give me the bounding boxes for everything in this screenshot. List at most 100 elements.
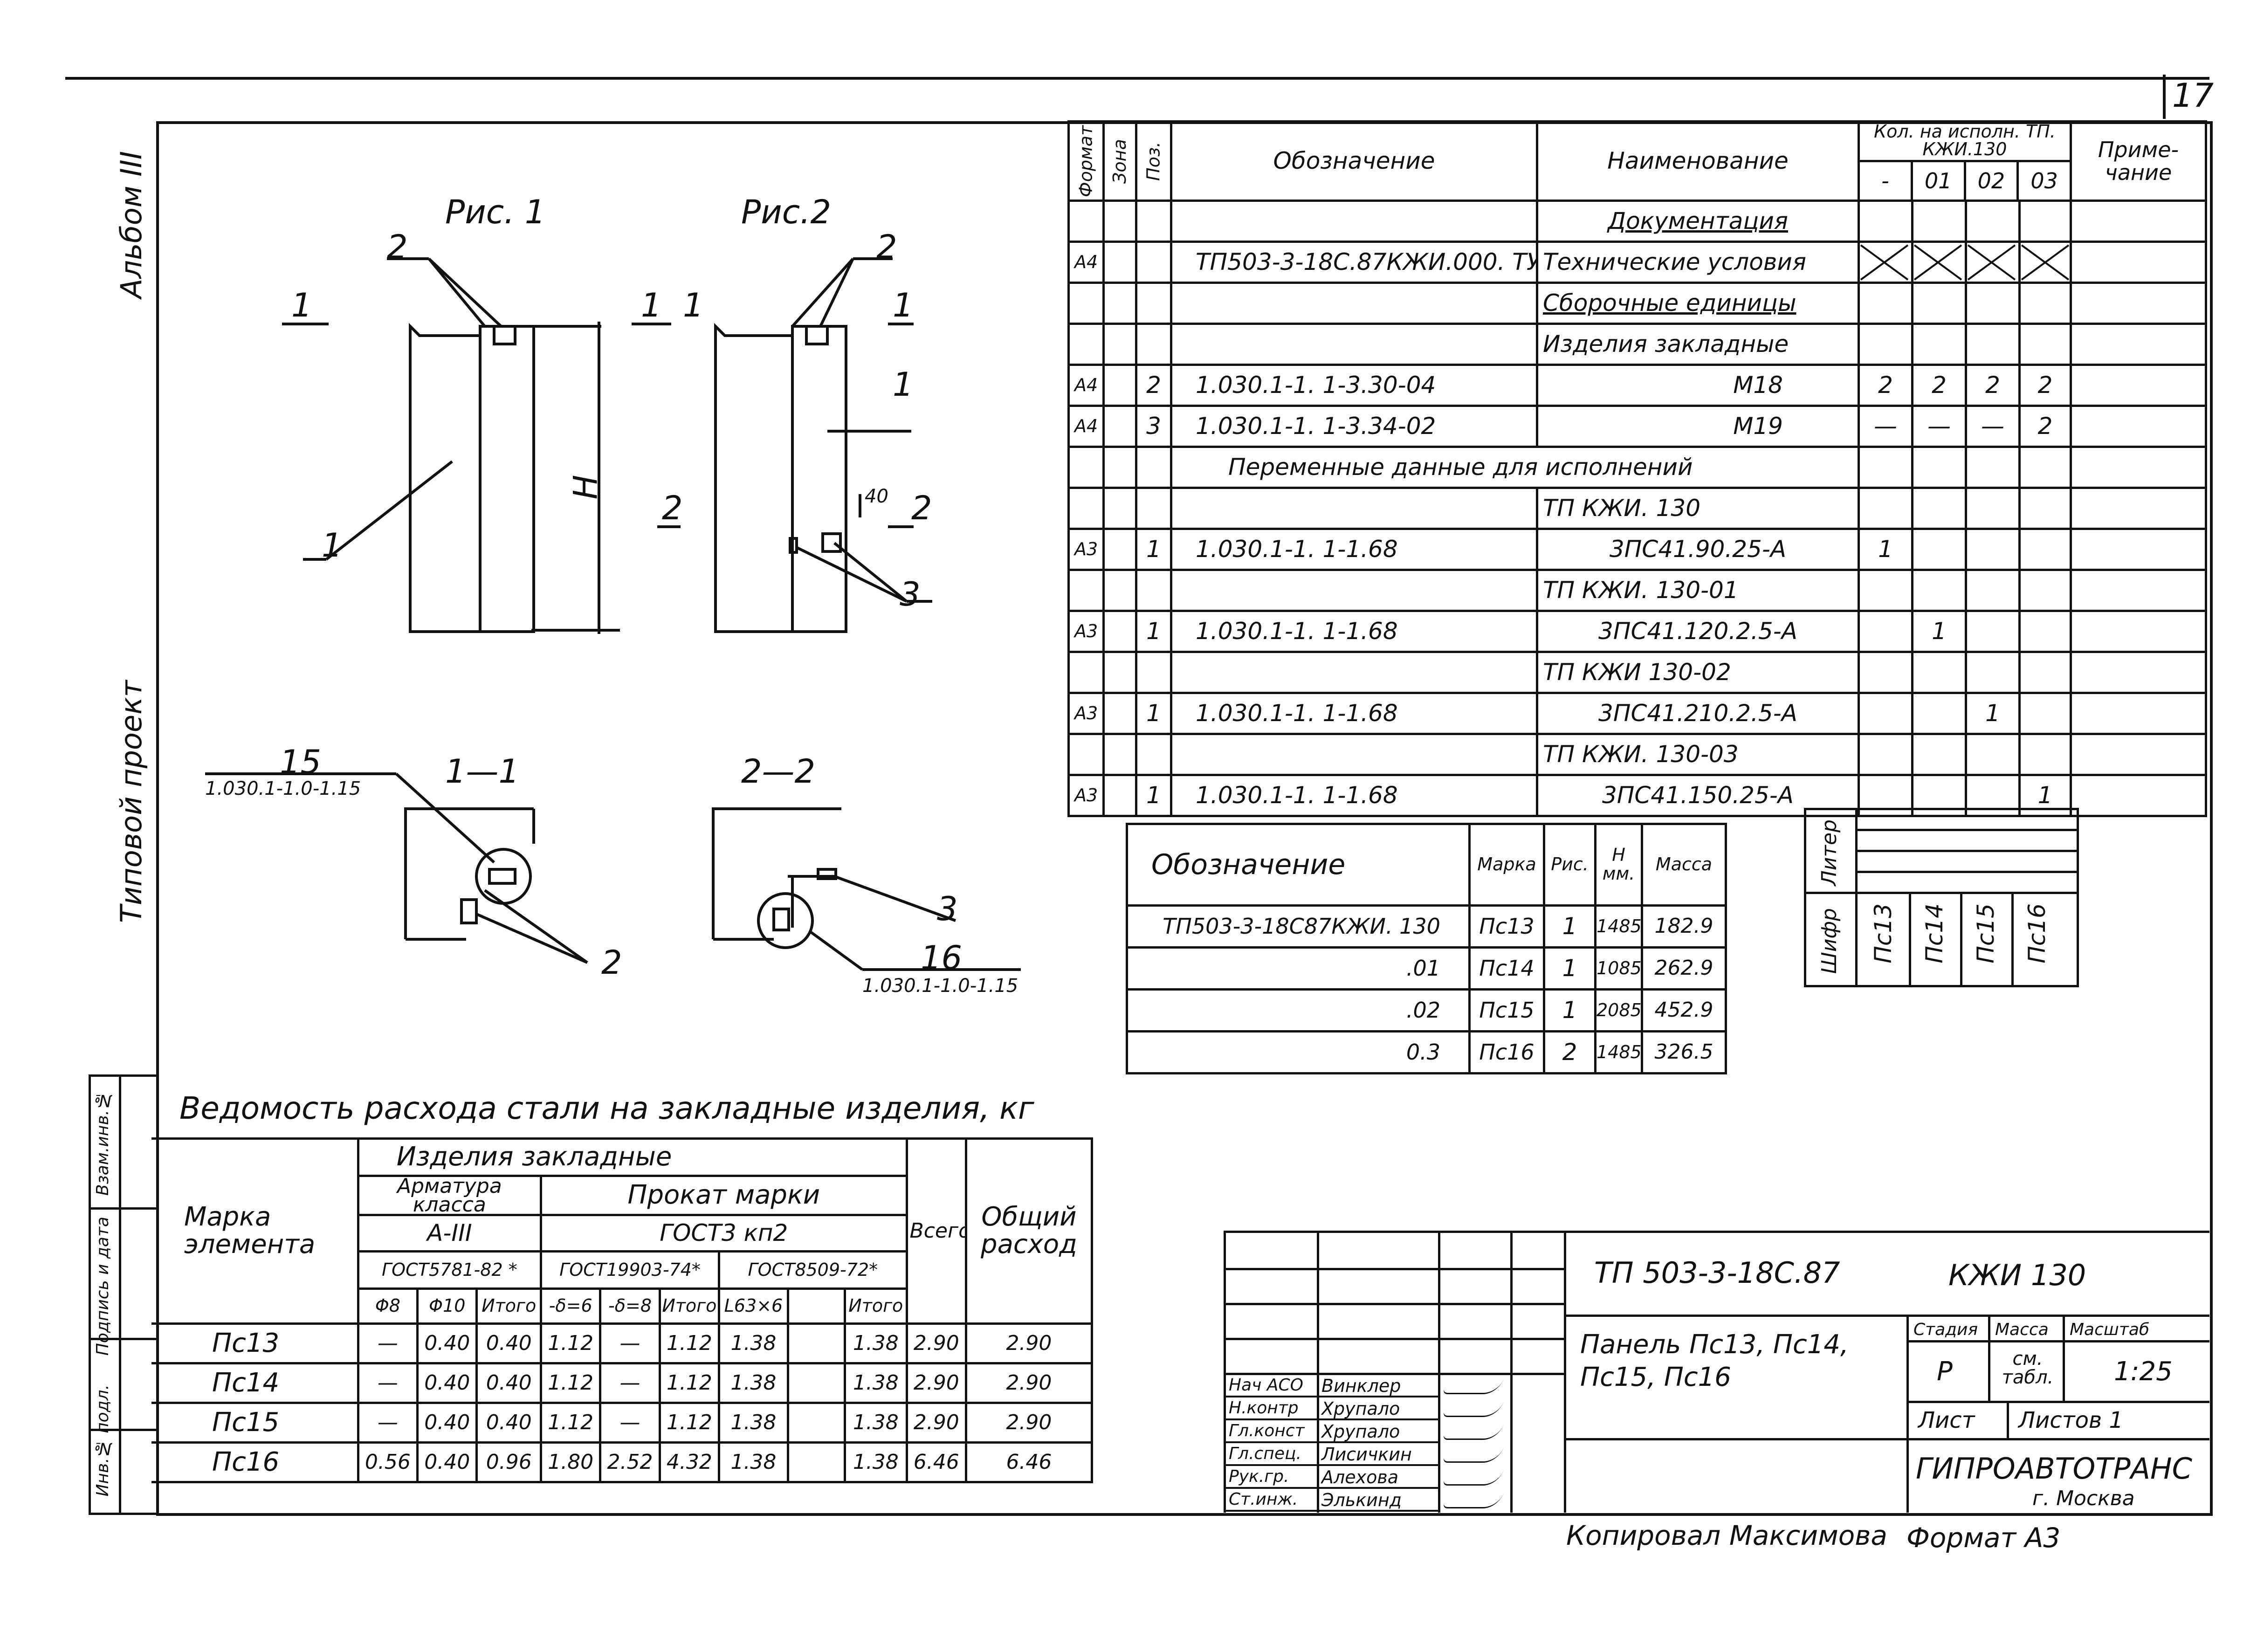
scale-label: Масштаб xyxy=(2070,1320,2150,1339)
spec-name: Изделия закладные xyxy=(1536,323,1860,366)
steel-value: 0.40 xyxy=(475,1402,542,1444)
marks-des: .02 xyxy=(1126,988,1471,1032)
signature-icon xyxy=(1442,1493,1504,1508)
spec-qty xyxy=(1965,528,2021,571)
fig2-callout-3: 3 xyxy=(900,575,921,613)
spec-note xyxy=(2070,610,2207,653)
stage-value: Р xyxy=(1937,1356,1953,1387)
item-name: Панель Пс13, Пс14, Пс15, Пс16 xyxy=(1580,1329,1849,1392)
spec-format xyxy=(1067,200,1105,243)
steel-value: 1.38 xyxy=(844,1441,908,1484)
marks-mark: Пс15 xyxy=(1468,988,1545,1032)
spec-format: А4 xyxy=(1067,241,1105,284)
mass-value: см. табл. xyxy=(2002,1348,2054,1388)
steel-value: 1.12 xyxy=(539,1362,602,1404)
fig1-section-mark-left: 1 xyxy=(291,286,312,324)
marks-h: 1485 xyxy=(1594,904,1643,949)
spec-designation: 1.030.1-1. 1-1.68 xyxy=(1170,774,1538,817)
marks-h-fig: Рис. xyxy=(1543,823,1596,907)
spec-pos: 2 xyxy=(1135,364,1172,407)
copied-by: Копировал Максимова xyxy=(1566,1520,1887,1551)
marks-header-row: Обозначение Марка Рис. H мм. Масса xyxy=(1126,823,1727,907)
steel-value: — xyxy=(357,1362,419,1404)
spec-qty xyxy=(2018,446,2072,489)
spec-qty xyxy=(1911,528,1967,571)
spec-zone xyxy=(1102,733,1137,776)
steel-value: 1.38 xyxy=(718,1322,789,1365)
steel-subheader-cell: Φ8 xyxy=(357,1287,419,1325)
spec-qty: 2 xyxy=(1965,364,2021,407)
fig1-panel xyxy=(282,257,671,634)
spec-qty: — xyxy=(1965,405,2021,448)
people-row-line xyxy=(1226,1464,1440,1466)
spec-row: ТП КЖИ. 130 xyxy=(1067,487,2207,530)
cross-mark xyxy=(1968,244,2016,281)
spec-format xyxy=(1067,651,1105,694)
steel-subheader-cell: -δ=6 xyxy=(539,1287,602,1325)
spec-format xyxy=(1067,323,1105,366)
steel-mark: Пс15 xyxy=(151,1402,359,1444)
spec-note xyxy=(2070,487,2207,530)
spec-pos: 1 xyxy=(1135,610,1172,653)
marks-h-h: H мм. xyxy=(1594,823,1643,907)
steel-mark: Пс16 xyxy=(151,1441,359,1484)
spec-qty xyxy=(1858,241,1913,284)
spec-qty: 1 xyxy=(1965,692,2021,735)
people-name: Хрупало xyxy=(1321,1398,1400,1419)
spec-name: ТП КЖИ. 130 xyxy=(1536,487,1860,530)
marks-h-mark: Марка xyxy=(1468,823,1545,907)
cipher-0: Пс13 xyxy=(1870,903,1897,964)
fig2-section-mark-right: 1 xyxy=(893,286,914,324)
marks-mass: 262.9 xyxy=(1641,946,1727,991)
steel-value: 0.96 xyxy=(475,1441,542,1484)
steel-value: 2.90 xyxy=(964,1402,1094,1444)
spec-row: ТП КЖИ. 130-03 xyxy=(1067,733,2207,776)
spec-format: А3 xyxy=(1067,610,1105,653)
marks-mark: Пс13 xyxy=(1468,904,1545,949)
steel-value xyxy=(786,1441,846,1484)
cipher-label: Шифр xyxy=(1817,908,1841,974)
org-name: ГИПРОАВТОТРАНС xyxy=(1916,1452,2192,1486)
signature-icon xyxy=(1442,1402,1504,1417)
spec-zone xyxy=(1102,364,1137,407)
spec-qty: 2 xyxy=(2018,364,2072,407)
people-role: Гл.конст xyxy=(1229,1421,1305,1440)
fig2-section-mark-2-left: 2 xyxy=(662,489,683,527)
spec-name: 3ПС41.90.25-А xyxy=(1536,528,1860,571)
spec-qty: 1 xyxy=(1858,528,1913,571)
spec-zone xyxy=(1102,528,1137,571)
section-1-callout-2: 2 xyxy=(601,943,622,982)
spec-note xyxy=(2070,364,2207,407)
people-name: Хрупало xyxy=(1321,1421,1400,1442)
section-1-title: 1—1 xyxy=(445,752,520,791)
spec-name: ТП КЖИ. 130-03 xyxy=(1536,733,1860,776)
spec-qty xyxy=(2018,241,2072,284)
cross-mark xyxy=(1861,244,1909,281)
steel-h-arm-class: А-III xyxy=(357,1214,543,1253)
spec-note xyxy=(2070,692,2207,735)
spec-designation xyxy=(1170,323,1538,366)
spec-qty: 1 xyxy=(1911,610,1967,653)
sheet-label: Лист xyxy=(1918,1407,1975,1433)
spec-pos: 1 xyxy=(1135,774,1172,817)
steel-value: — xyxy=(357,1402,419,1444)
steel-h-emb: Изделия закладные xyxy=(357,1137,908,1177)
spec-pos xyxy=(1135,487,1172,530)
spec-note xyxy=(2070,446,2207,489)
spec-header-row: Формат Зона Поз. Обозначение Наименовани… xyxy=(1068,120,2207,202)
cipher-1: Пс14 xyxy=(1921,903,1948,964)
fig2-callout-2: 2 xyxy=(876,228,897,266)
steel-value: 1.12 xyxy=(539,1322,602,1365)
steel-h-gost2: ГОСТ8509-72* xyxy=(718,1250,908,1290)
spec-qty xyxy=(1858,200,1913,243)
spec-qty xyxy=(1911,323,1967,366)
steel-value: 1.12 xyxy=(658,1402,721,1444)
steel-value: 0.56 xyxy=(357,1441,419,1484)
